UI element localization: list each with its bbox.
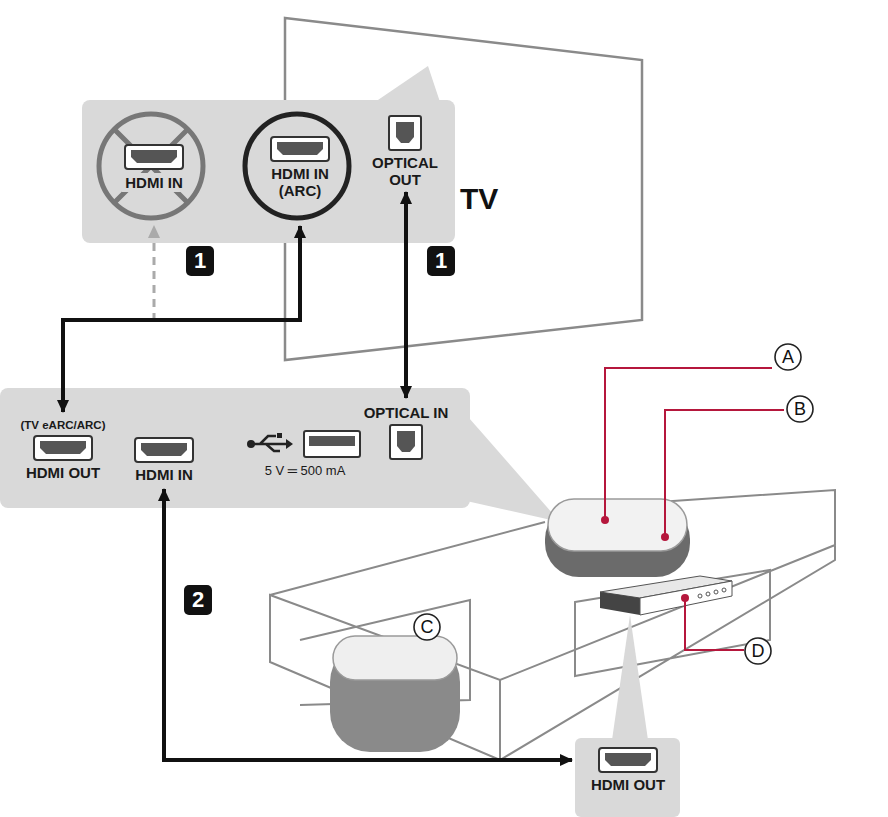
- port-label: HDMI OUT: [591, 776, 665, 793]
- path-shape: [397, 431, 415, 452]
- rect-shape: [389, 116, 421, 150]
- path-shape: [114, 129, 188, 203]
- port-box: HDMI OUT: [578, 744, 678, 793]
- hdmi-port: [33, 435, 93, 461]
- callout-letter: A: [776, 346, 800, 368]
- path-shape: [605, 753, 651, 766]
- rect-shape: [277, 433, 282, 438]
- soundbar-panel: [0, 388, 470, 508]
- port-box: HDMI IN: [122, 434, 206, 483]
- callout-letter: D: [746, 640, 770, 662]
- hdmi-port: [270, 136, 330, 162]
- rect-shape: [271, 137, 329, 161]
- device-name: TV: [460, 182, 498, 216]
- path-shape: [252, 436, 286, 451]
- circle-shape: [99, 114, 203, 218]
- port-label: HDMI IN: [122, 173, 186, 192]
- port-box: 5 V ═ 500 mA: [240, 426, 370, 479]
- rect-shape: [34, 436, 92, 460]
- usb-port: [246, 429, 364, 459]
- callout-pointer: [375, 66, 440, 102]
- callout-circles: [414, 344, 813, 664]
- rect-shape: [125, 145, 183, 169]
- cable: [404, 192, 408, 398]
- leader-lines: [605, 368, 784, 650]
- circle-shape: [247, 440, 255, 448]
- cable: [164, 489, 572, 760]
- hdmi-port: [598, 747, 658, 773]
- port-box: OPTICAL IN: [352, 404, 460, 463]
- path-shape: [277, 142, 323, 155]
- subwoofer-top: [333, 636, 457, 680]
- optical-port: [389, 424, 423, 460]
- rect-shape: [304, 431, 360, 457]
- hdmi-port: [134, 437, 194, 463]
- path-shape: [131, 150, 177, 163]
- speaker-top: [548, 499, 687, 551]
- port-circle: HDMI IN (ARC): [241, 110, 359, 222]
- port-label: HDMI OUT: [26, 464, 100, 481]
- rect-shape: [390, 425, 422, 459]
- callout-letter: B: [788, 398, 812, 420]
- leader-dots: [601, 516, 689, 602]
- port-label: OPTICAL OUT: [360, 154, 450, 188]
- path-shape: [396, 122, 414, 143]
- callout-letter: C: [415, 616, 439, 638]
- device-front: [600, 592, 640, 615]
- device-panel: [575, 738, 680, 817]
- rect-shape: [599, 748, 657, 772]
- port-label: HDMI IN (ARC): [260, 165, 340, 199]
- callout-pointer: [462, 410, 560, 522]
- hdmi-port: [124, 144, 184, 170]
- callout-pointer: [612, 615, 648, 740]
- path-shape: [286, 439, 293, 449]
- port-box: (TV eARC/ARC) HDMI OUT: [8, 418, 118, 481]
- rect-shape: [309, 436, 355, 446]
- callout-number: 2: [184, 585, 212, 615]
- callout-number: 1: [427, 246, 455, 276]
- cable: [63, 226, 300, 412]
- optical-port: [388, 115, 422, 151]
- port-label: HDMI IN: [135, 466, 193, 483]
- port-circle: HDMI IN: [95, 110, 213, 222]
- port-label: OPTICAL IN: [364, 404, 449, 421]
- path-shape: [40, 441, 86, 454]
- tv-panel: [82, 100, 455, 243]
- rect-shape: [135, 438, 193, 462]
- port-label: 5 V ═ 500 mA: [265, 462, 346, 479]
- port-label: (TV eARC/ARC): [21, 418, 106, 432]
- device-dots: [698, 588, 726, 598]
- callout-number: 1: [186, 246, 214, 276]
- tv-stand: [270, 490, 835, 760]
- circle-shape: [245, 114, 349, 218]
- path-shape: [141, 443, 187, 456]
- port-box: OPTICAL OUT: [355, 112, 455, 188]
